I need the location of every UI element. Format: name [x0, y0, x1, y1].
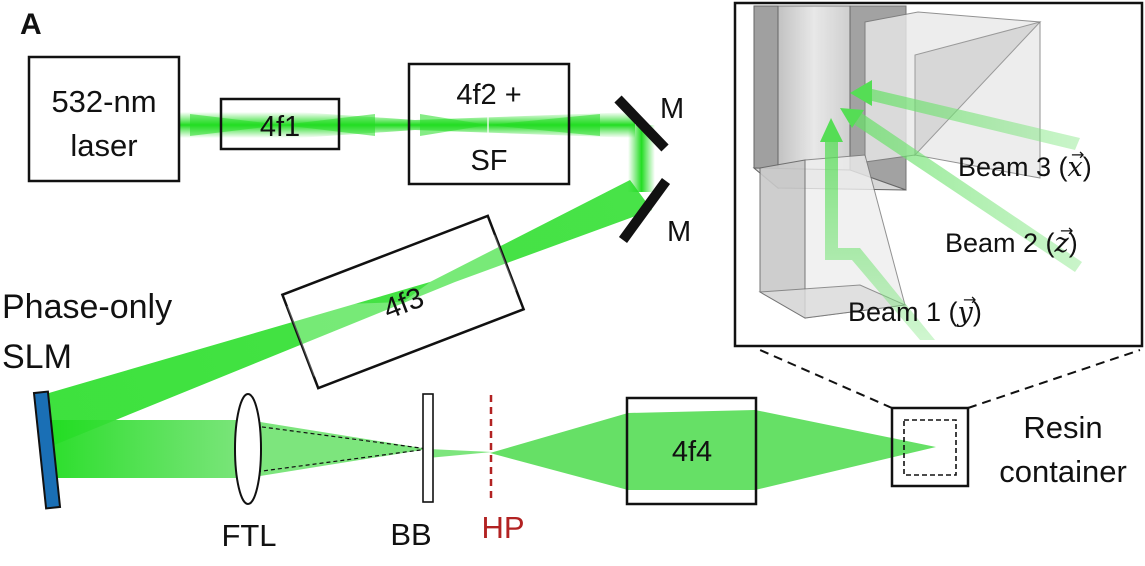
resin-container-box [890, 406, 970, 488]
zoom-line-left [759, 349, 893, 409]
resin-container-volume [903, 419, 957, 476]
slm-panel [32, 390, 62, 510]
beam-focus-4f1 [190, 114, 375, 136]
beam-4f4-to-container [755, 410, 936, 490]
inset-beam-3 [868, 88, 1080, 150]
inset-prism-upper-front [753, 5, 779, 190]
inset-beam3-vector-arrow: → [1071, 145, 1084, 164]
beam-hp-to-4f4 [490, 413, 628, 490]
inset-beam2-vector-arrow: → [1060, 221, 1073, 240]
relay-4f3-box: 4f3 [280, 214, 526, 390]
relay-4f1-label: 4f1 [260, 111, 300, 143]
beam-between-mirrors [628, 125, 655, 192]
inset-beam-2-arrow [840, 108, 864, 128]
mirror-upper-label: M [660, 93, 684, 125]
beam-top-horizontal [180, 112, 635, 138]
inset-beam-1 [825, 140, 935, 340]
mirror-lower [618, 178, 671, 243]
fourier-lens-label: FTL [221, 518, 276, 553]
beam-block [422, 393, 434, 503]
zoom-line-right [967, 349, 1141, 409]
inset-beam1-label: Beam 1 (y) [848, 297, 982, 328]
laser-label-line1: 532-nm [51, 84, 156, 119]
fourier-lens [234, 393, 262, 505]
relay-4f2-sf-box: 4f2 + SF [407, 62, 571, 186]
inset-beam1-vector-arrow: → [963, 290, 976, 309]
resin-container-label-line2: container [999, 454, 1127, 489]
zero-order-cone [254, 425, 429, 473]
inset-beam-2 [855, 112, 1082, 272]
mirror-upper [614, 95, 669, 152]
beam-focus-4f2 [420, 114, 600, 136]
relay-4f2-label-line2: SF [470, 145, 507, 177]
mirror-lower-label: M [667, 216, 691, 248]
inset-beam-3-arrow [850, 80, 872, 106]
laser-label-line2: laser [70, 128, 137, 163]
slm-label-line1: Phase-only [2, 288, 172, 326]
beam-slm-to-lens [52, 420, 248, 478]
beam-inside-4f4 [628, 410, 755, 490]
relay-4f4-label: 4f4 [672, 436, 712, 468]
relay-4f4-box [625, 396, 758, 506]
inset-beam-1-arrow [820, 118, 843, 142]
relay-4f2-label-line1: 4f2 + [456, 79, 521, 111]
inset-beam3-label: Beam 3 (x) [958, 152, 1092, 183]
panel-label: A [20, 8, 42, 41]
beam-block-label: BB [390, 517, 431, 552]
beam-fourier-cone [248, 420, 428, 478]
relay-4f1-box: 4f1 [219, 97, 341, 151]
laser-box: 532-nm laser [27, 55, 181, 183]
hologram-pinhole-label: HP [481, 510, 524, 545]
beam-bb-to-hp [428, 449, 492, 458]
resin-container-label-line1: Resin [1023, 410, 1102, 445]
slm-label-line2: SLM [2, 338, 72, 376]
inset-panel: Beam 3 (x) → Beam 2 (z) → Beam 1 (y) → [733, 1, 1144, 348]
inset-beam2-label: Beam 2 (z) [945, 228, 1078, 259]
